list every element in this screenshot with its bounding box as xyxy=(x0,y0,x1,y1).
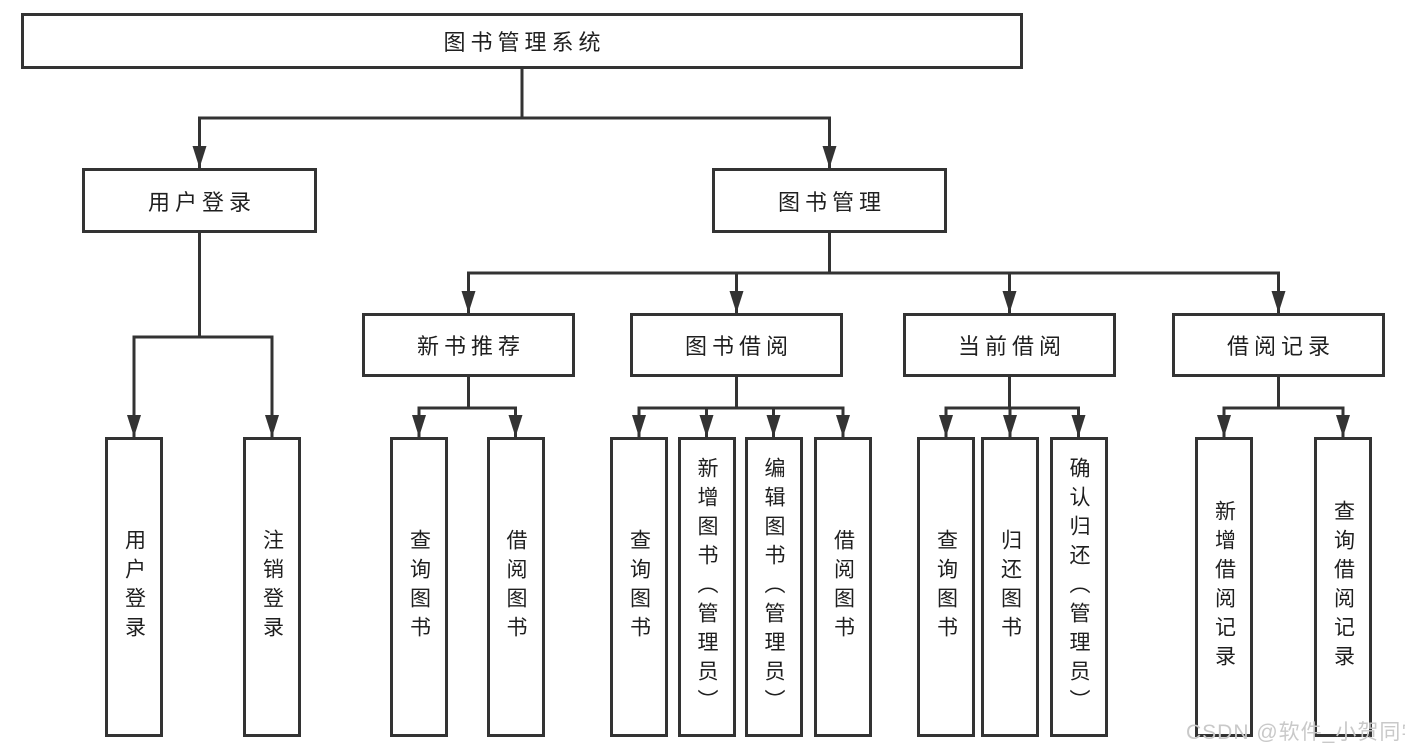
leaf-borrow-books-recommend: 借阅图书 xyxy=(486,437,545,737)
leaf-query-books-borrowing: 查询图书 xyxy=(610,437,668,737)
csdn-watermark: CSDN @软件_小贺同学 xyxy=(1186,721,1405,744)
leaf-confirm-return-admin: 确认归还（管理员） xyxy=(1049,437,1108,737)
leaf-borrow-books-borrowing: 借阅图书 xyxy=(814,437,872,737)
node-user-login-branch: 用户登录 xyxy=(82,168,317,233)
node-new-book-recommendation: 新书推荐 xyxy=(362,313,575,377)
leaf-query-books-current: 查询图书 xyxy=(917,437,975,737)
leaf-edit-books-admin: 编辑图书（管理员） xyxy=(744,437,803,737)
node-library-management-system: 图书管理系统 xyxy=(21,13,1023,69)
leaf-logout: 注销登录 xyxy=(243,437,301,737)
leaf-user-login: 用户登录 xyxy=(105,437,163,737)
leaf-query-books-recommend: 查询图书 xyxy=(390,437,448,737)
leaf-query-borrow-record: 查询借阅记录 xyxy=(1314,437,1372,737)
leaf-add-books-admin: 新增图书（管理员） xyxy=(677,437,736,737)
leaf-return-books: 归还图书 xyxy=(981,437,1039,737)
node-borrowing-records: 借阅记录 xyxy=(1172,313,1385,377)
node-book-borrowing: 图书借阅 xyxy=(630,313,843,377)
node-current-borrowing: 当前借阅 xyxy=(903,313,1116,377)
leaf-add-borrow-record: 新增借阅记录 xyxy=(1195,437,1253,737)
node-book-management-branch: 图书管理 xyxy=(712,168,947,233)
